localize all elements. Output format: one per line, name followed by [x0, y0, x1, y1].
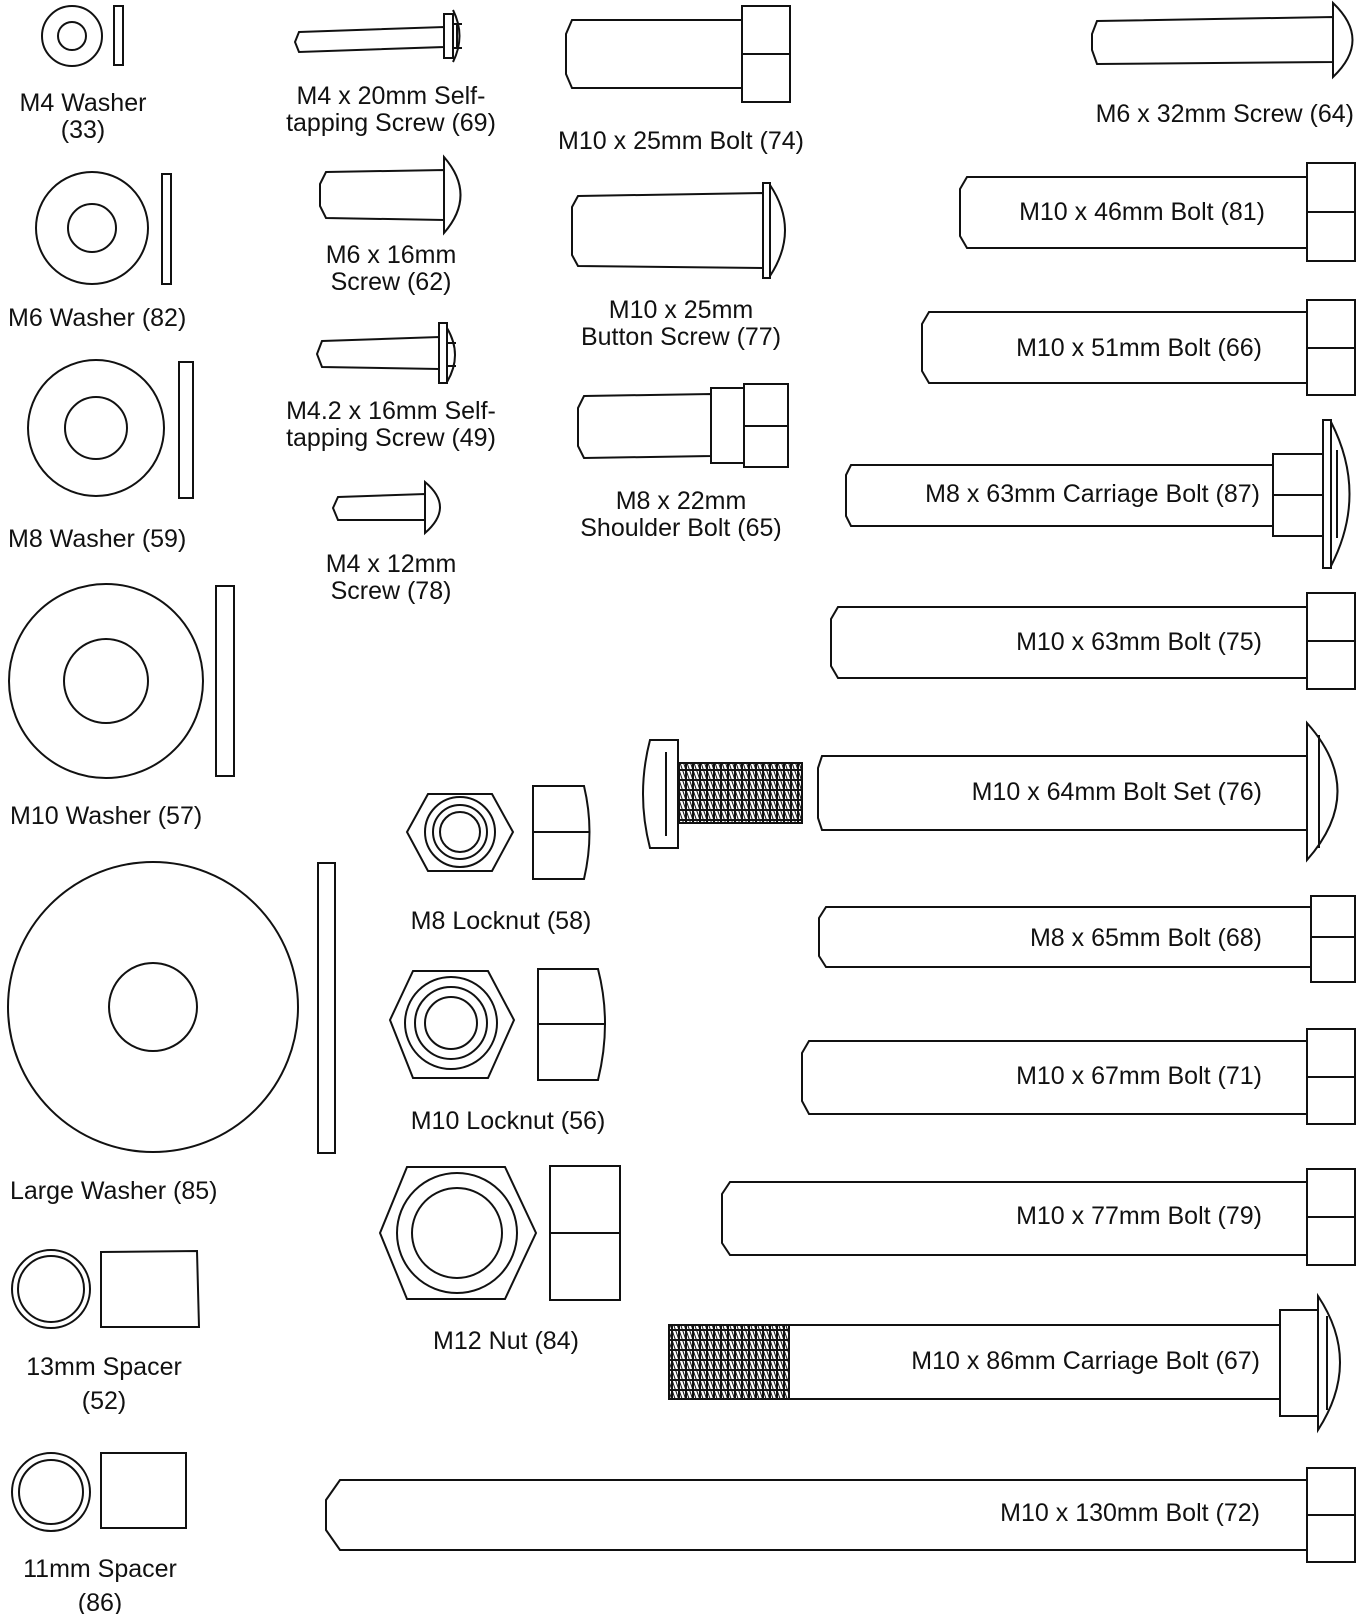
- m6-32mm-screw-drawing: [1092, 3, 1353, 77]
- m12-nut-label: M12 Nut (84): [433, 1327, 579, 1355]
- m10-25mm-bolt-label: M10 x 25mm Bolt (74): [558, 127, 804, 155]
- m10-63mm-bolt-label: M10 x 63mm Bolt (75): [1016, 628, 1262, 656]
- m4-washer-drawing: [42, 6, 123, 66]
- m10-130mm-bolt-label: M10 x 130mm Bolt (72): [1000, 1499, 1260, 1527]
- m8-65mm-bolt-label: M8 x 65mm Bolt (68): [1029, 924, 1262, 952]
- m10-64mm-bolt-set-drawing: [643, 723, 1338, 860]
- m4-2-16mm-self-tapping-screw-drawing: [317, 323, 456, 383]
- m8-22mm-shoulder-bolt-drawing: [578, 384, 788, 467]
- m4-20mm-self-tapping-screw-drawing: [295, 10, 462, 62]
- m10-77mm-bolt-drawing: [722, 1169, 1355, 1265]
- m4-2-16mm-self-tapping-screw-label: M4.2 x 16mm Self-tapping Screw (49): [286, 397, 496, 452]
- m6-16mm-screw-drawing: [320, 157, 461, 233]
- 11mm-spacer-label: 11mm Spacer(86): [23, 1555, 177, 1614]
- m10-67mm-bolt-label: M10 x 67mm Bolt (71): [1016, 1062, 1262, 1090]
- m4-20mm-self-tapping-screw-label: M4 x 20mm Self-tapping Screw (69): [286, 82, 496, 137]
- m8-63mm-carriage-bolt-drawing: [846, 420, 1350, 568]
- m8-65mm-bolt-drawing: [819, 896, 1355, 982]
- m6-washer-label: M6 Washer (82): [8, 304, 187, 332]
- m6-32mm-screw-label: M6 x 32mm Screw (64): [1095, 100, 1354, 128]
- m10-64mm-bolt-set-label: M10 x 64mm Bolt Set (76): [971, 778, 1262, 806]
- m8-locknut-label: M8 Locknut (58): [410, 907, 592, 935]
- m10-46mm-bolt-drawing: [960, 163, 1355, 261]
- m10-86mm-carriage-bolt-drawing: [669, 1296, 1340, 1430]
- m10-63mm-bolt-drawing: [831, 593, 1355, 689]
- 11mm-spacer-drawing: [12, 1453, 186, 1531]
- m4-washer-label: M4 Washer(33): [19, 89, 147, 144]
- m10-130mm-bolt-drawing: [326, 1468, 1355, 1562]
- 13mm-spacer-label: 13mm Spacer(52): [26, 1353, 182, 1415]
- m4-12mm-screw-drawing: [333, 482, 440, 533]
- m10-67mm-bolt-drawing: [802, 1029, 1355, 1124]
- m8-washer-label: M8 Washer (59): [8, 525, 187, 553]
- m8-63mm-carriage-bolt-label: M8 x 63mm Carriage Bolt (87): [925, 480, 1260, 508]
- large-washer-drawing: [8, 862, 335, 1153]
- m10-51mm-bolt-drawing: [922, 300, 1355, 395]
- m10-86mm-carriage-bolt-label: M10 x 86mm Carriage Bolt (67): [911, 1347, 1260, 1375]
- m10-washer-label: M10 Washer (57): [10, 802, 203, 830]
- m10-25mm-button-screw-drawing: [572, 183, 785, 278]
- m10-locknut-label: M10 Locknut (56): [410, 1107, 606, 1135]
- m10-washer-drawing: [9, 584, 234, 778]
- m10-locknut-drawing: [390, 969, 606, 1080]
- m6-washer-drawing: [36, 172, 171, 284]
- m10-77mm-bolt-label: M10 x 77mm Bolt (79): [1016, 1202, 1262, 1230]
- large-washer-label: Large Washer (85): [10, 1177, 218, 1205]
- m8-washer-drawing: [28, 360, 193, 498]
- m8-locknut-drawing: [407, 786, 590, 879]
- m10-51mm-bolt-label: M10 x 51mm Bolt (66): [1016, 334, 1262, 362]
- m12-nut-drawing: [380, 1166, 620, 1300]
- m10-25mm-bolt-drawing: [566, 6, 790, 102]
- m10-46mm-bolt-label: M10 x 46mm Bolt (81): [1019, 198, 1265, 226]
- 13mm-spacer-drawing: [12, 1250, 199, 1328]
